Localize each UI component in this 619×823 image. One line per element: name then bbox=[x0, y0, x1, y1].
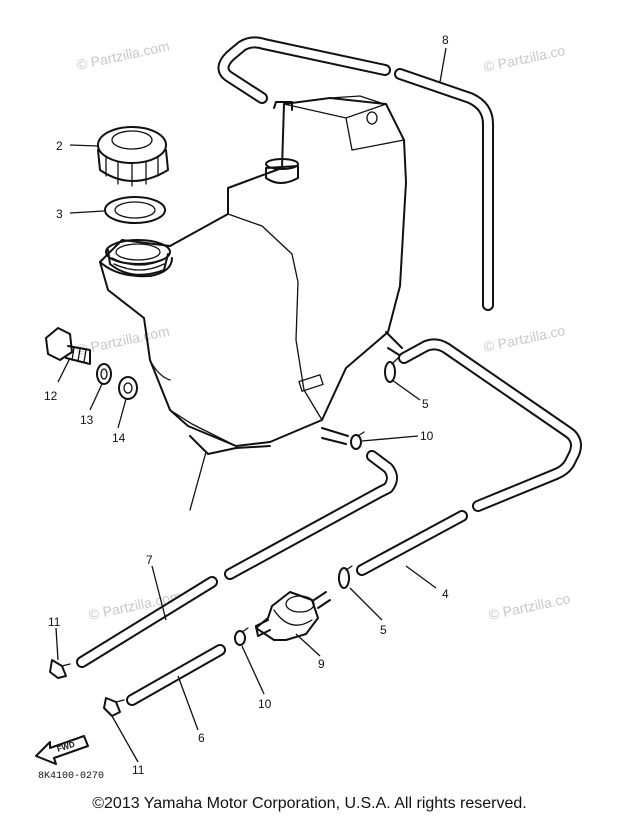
clamp-5-lower bbox=[338, 565, 353, 589]
clamp-10-upper bbox=[350, 431, 365, 450]
oil-hose-4 bbox=[356, 338, 582, 576]
callout-2: 2 bbox=[56, 139, 63, 153]
callout-6: 6 bbox=[198, 731, 205, 745]
callout-10-lower: 10 bbox=[258, 697, 272, 711]
callout-13: 13 bbox=[80, 413, 94, 427]
drawing-code: 8K4100-0270 bbox=[38, 771, 104, 782]
callout-8: 8 bbox=[442, 33, 449, 47]
oil-hose-7 bbox=[76, 450, 398, 668]
callout-5-lower: 5 bbox=[380, 623, 387, 637]
callout-14: 14 bbox=[112, 431, 126, 445]
cap-gasket-3 bbox=[104, 196, 166, 224]
callout-9: 9 bbox=[318, 657, 325, 671]
copyright-notice: ©2013 Yamaha Motor Corporation, U.S.A. A… bbox=[92, 795, 527, 812]
watermark-middle-right: © Partzilla.co bbox=[482, 322, 566, 355]
callout-11-upper: 11 bbox=[48, 615, 61, 629]
watermark-bottom-right: © Partzilla.co bbox=[487, 590, 571, 623]
callout-10-upper: 10 bbox=[420, 429, 434, 443]
callout-3: 3 bbox=[56, 207, 63, 221]
clamp-11-upper bbox=[49, 659, 71, 679]
oil-hose-6 bbox=[126, 644, 226, 706]
lock-washer-13 bbox=[96, 363, 112, 385]
oil-filter-9 bbox=[255, 591, 331, 641]
watermark-top: © Partzilla.com bbox=[75, 38, 171, 73]
breather-hose-8 bbox=[217, 36, 494, 311]
callout-11-lower: 11 bbox=[132, 763, 145, 777]
leader-lines bbox=[55, 47, 447, 763]
clamp-5-upper bbox=[384, 357, 399, 383]
washer-14 bbox=[118, 376, 138, 400]
oil-tank bbox=[99, 95, 407, 511]
forward-arrow-icon: FWD bbox=[35, 735, 89, 765]
callout-12: 12 bbox=[44, 389, 58, 403]
tank-cap-2 bbox=[97, 126, 169, 187]
clamp-11-lower bbox=[103, 697, 125, 717]
watermark-top-right: © Partzilla.co bbox=[482, 42, 566, 75]
callout-7: 7 bbox=[146, 553, 153, 567]
clamp-10-lower bbox=[234, 627, 249, 646]
callout-4: 4 bbox=[442, 587, 449, 601]
callout-5-upper: 5 bbox=[422, 397, 429, 411]
parts-diagram: © Partzilla.com © Partzilla.co © Partzil… bbox=[35, 33, 582, 782]
bolt-12 bbox=[45, 327, 91, 365]
